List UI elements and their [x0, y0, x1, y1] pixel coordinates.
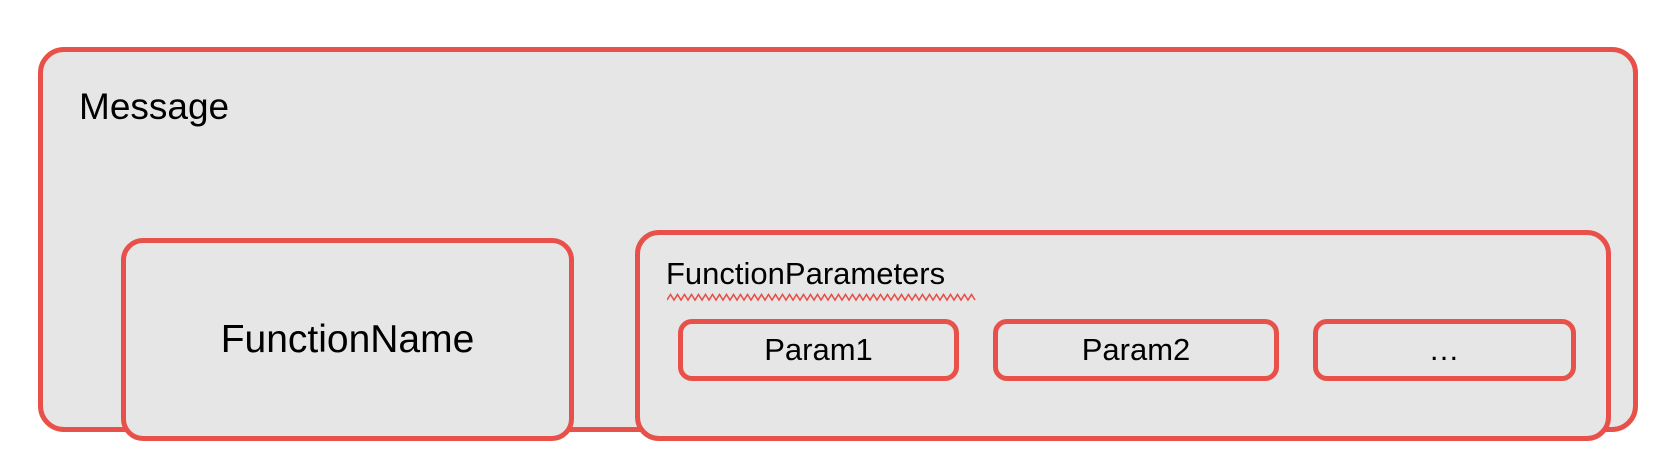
- function-name-label: FunctionName: [220, 317, 475, 361]
- function-parameters-label: FunctionParameters: [666, 256, 946, 291]
- parameter-ellipsis-label: …: [1428, 332, 1461, 367]
- message-container[interactable]: Message FunctionName FunctionParameters …: [38, 47, 1638, 441]
- message-label: Message: [79, 86, 230, 127]
- function-parameters-container[interactable]: FunctionParameters Param1 Param2 …: [635, 230, 1611, 441]
- parameter-box[interactable]: Param2: [993, 319, 1279, 381]
- parameter-label: Param2: [1081, 332, 1191, 367]
- function-name-container[interactable]: FunctionName: [121, 238, 574, 441]
- spellcheck-squiggle-icon: [667, 293, 977, 302]
- parameter-box-ellipsis[interactable]: …: [1313, 319, 1576, 381]
- parameter-label: Param1: [764, 332, 873, 367]
- parameter-list: Param1 Param2 …: [640, 235, 1606, 436]
- parameter-box[interactable]: Param1: [678, 319, 959, 381]
